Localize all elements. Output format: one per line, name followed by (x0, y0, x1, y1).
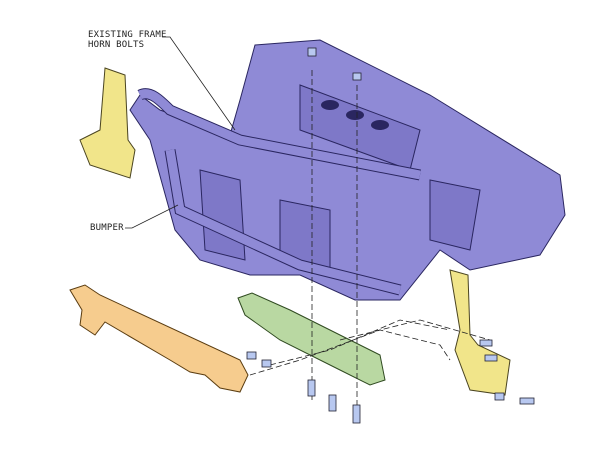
frame-horn-bolts-leader (162, 36, 236, 131)
bumper (137, 88, 422, 296)
assembly-lines (249, 70, 491, 405)
vehicle-frame (129, 39, 566, 301)
frame-horn-bolts-label: EXISTING FRAME HORN BOLTS (88, 30, 167, 50)
bumper-leader (125, 204, 179, 229)
bumper-label: BUMPER (90, 223, 124, 233)
label-line: HORN BOLTS (88, 40, 145, 50)
left-bracket (79, 67, 136, 179)
label-line: EXISTING FRAME (88, 30, 167, 40)
right-bracket (449, 269, 511, 396)
skid-plate (237, 292, 386, 386)
mount-bar (69, 284, 249, 393)
bolts (246, 47, 535, 424)
